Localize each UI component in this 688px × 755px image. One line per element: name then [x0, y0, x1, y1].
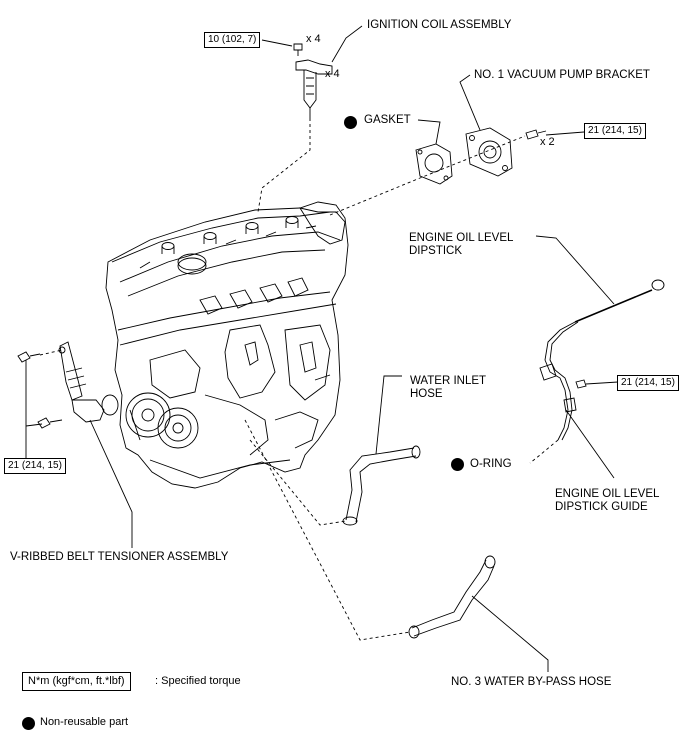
legend-nonreusable-marker	[22, 717, 35, 730]
tensioner-drawing	[17, 341, 133, 548]
dipstick-guide-label: ENGINE OIL LEVEL DIPSTICK GUIDE	[555, 488, 660, 513]
nonreusable-marker-oring	[451, 458, 464, 471]
nonreusable-marker-gasket	[344, 116, 357, 129]
coil-bolt-qty: x 4	[306, 33, 321, 45]
gasket-label: GASKET	[364, 114, 411, 126]
ignition-coil-drawing	[257, 25, 363, 213]
vacuum-bracket-label: NO. 1 VACUUM PUMP BRACKET	[474, 69, 650, 81]
engine-block	[105, 201, 349, 489]
bracket-bolt-qty: x 2	[540, 136, 555, 148]
bracket-bolt-torque: 21 (214, 15)	[584, 123, 646, 139]
water-inlet-hose-label: WATER INLET HOSE	[410, 375, 487, 400]
tensioner-label: V-RIBBED BELT TENSIONER ASSEMBLY	[10, 551, 229, 563]
tensioner-bolt-torque: 21 (214, 15)	[4, 458, 66, 474]
legend-torque-desc: : Specified torque	[155, 675, 241, 687]
vacuum-bracket-drawing	[329, 74, 585, 216]
legend-torque-unit: N*m (kgf*cm, ft.*lbf)	[22, 672, 131, 691]
bypass-hose-drawing	[244, 419, 549, 672]
coil-qty: x 4	[325, 68, 340, 80]
bypass-hose-label: NO. 3 WATER BY-PASS HOSE	[451, 676, 612, 688]
guide-bolt-torque: 21 (214, 15)	[617, 375, 679, 391]
dipstick-drawing	[529, 235, 665, 479]
dipstick-label: ENGINE OIL LEVEL DIPSTICK	[409, 232, 514, 257]
coil-bolt-torque: 10 (102, 7)	[204, 32, 261, 48]
ignition-coil-label: IGNITION COIL ASSEMBLY	[367, 19, 512, 31]
oring-label: O-RING	[470, 458, 512, 470]
legend-nonreusable-label: Non-reusable part	[40, 716, 129, 728]
water-inlet-hose-drawing	[249, 375, 421, 526]
